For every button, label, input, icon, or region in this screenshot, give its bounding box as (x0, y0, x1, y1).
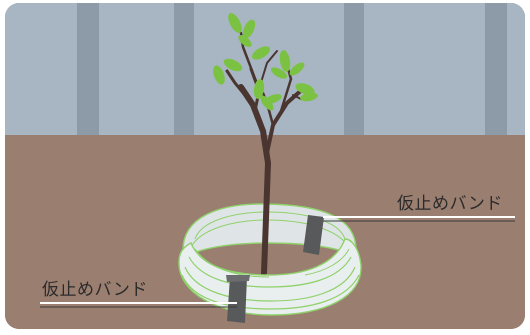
leaf (300, 92, 318, 102)
leaf (213, 65, 225, 85)
upper-band-label: 仮止めバンド (397, 194, 503, 214)
lower-band-strap (227, 277, 247, 323)
sapling-branch (225, 69, 256, 108)
leaf (264, 94, 282, 104)
forest-trunk (344, 3, 364, 137)
leaf (295, 83, 315, 95)
illustration-canvas (5, 3, 525, 329)
leaf (228, 13, 242, 33)
leaf (270, 67, 288, 79)
callout-leader-lines (40, 216, 515, 308)
mesh-tree-guard-front (178, 238, 362, 316)
lower-band-buckle (226, 275, 250, 282)
leaf (238, 35, 252, 47)
upper-band-strap (303, 215, 324, 255)
leaf (251, 46, 271, 60)
tree-planting-illustration: 仮止めバンド 仮止めバンド (5, 3, 525, 329)
sapling (213, 13, 318, 276)
forest-trunk (77, 3, 99, 137)
forest-trunk (485, 3, 507, 137)
leaf (289, 62, 305, 76)
forest-trunk (174, 3, 194, 137)
leaf (242, 19, 256, 39)
forest-trunks (77, 3, 507, 137)
leaf (223, 58, 243, 72)
leaf (253, 79, 265, 99)
leaf (279, 50, 291, 72)
leaf-cluster (213, 13, 318, 111)
lower-band-label: 仮止めバンド (42, 280, 148, 300)
